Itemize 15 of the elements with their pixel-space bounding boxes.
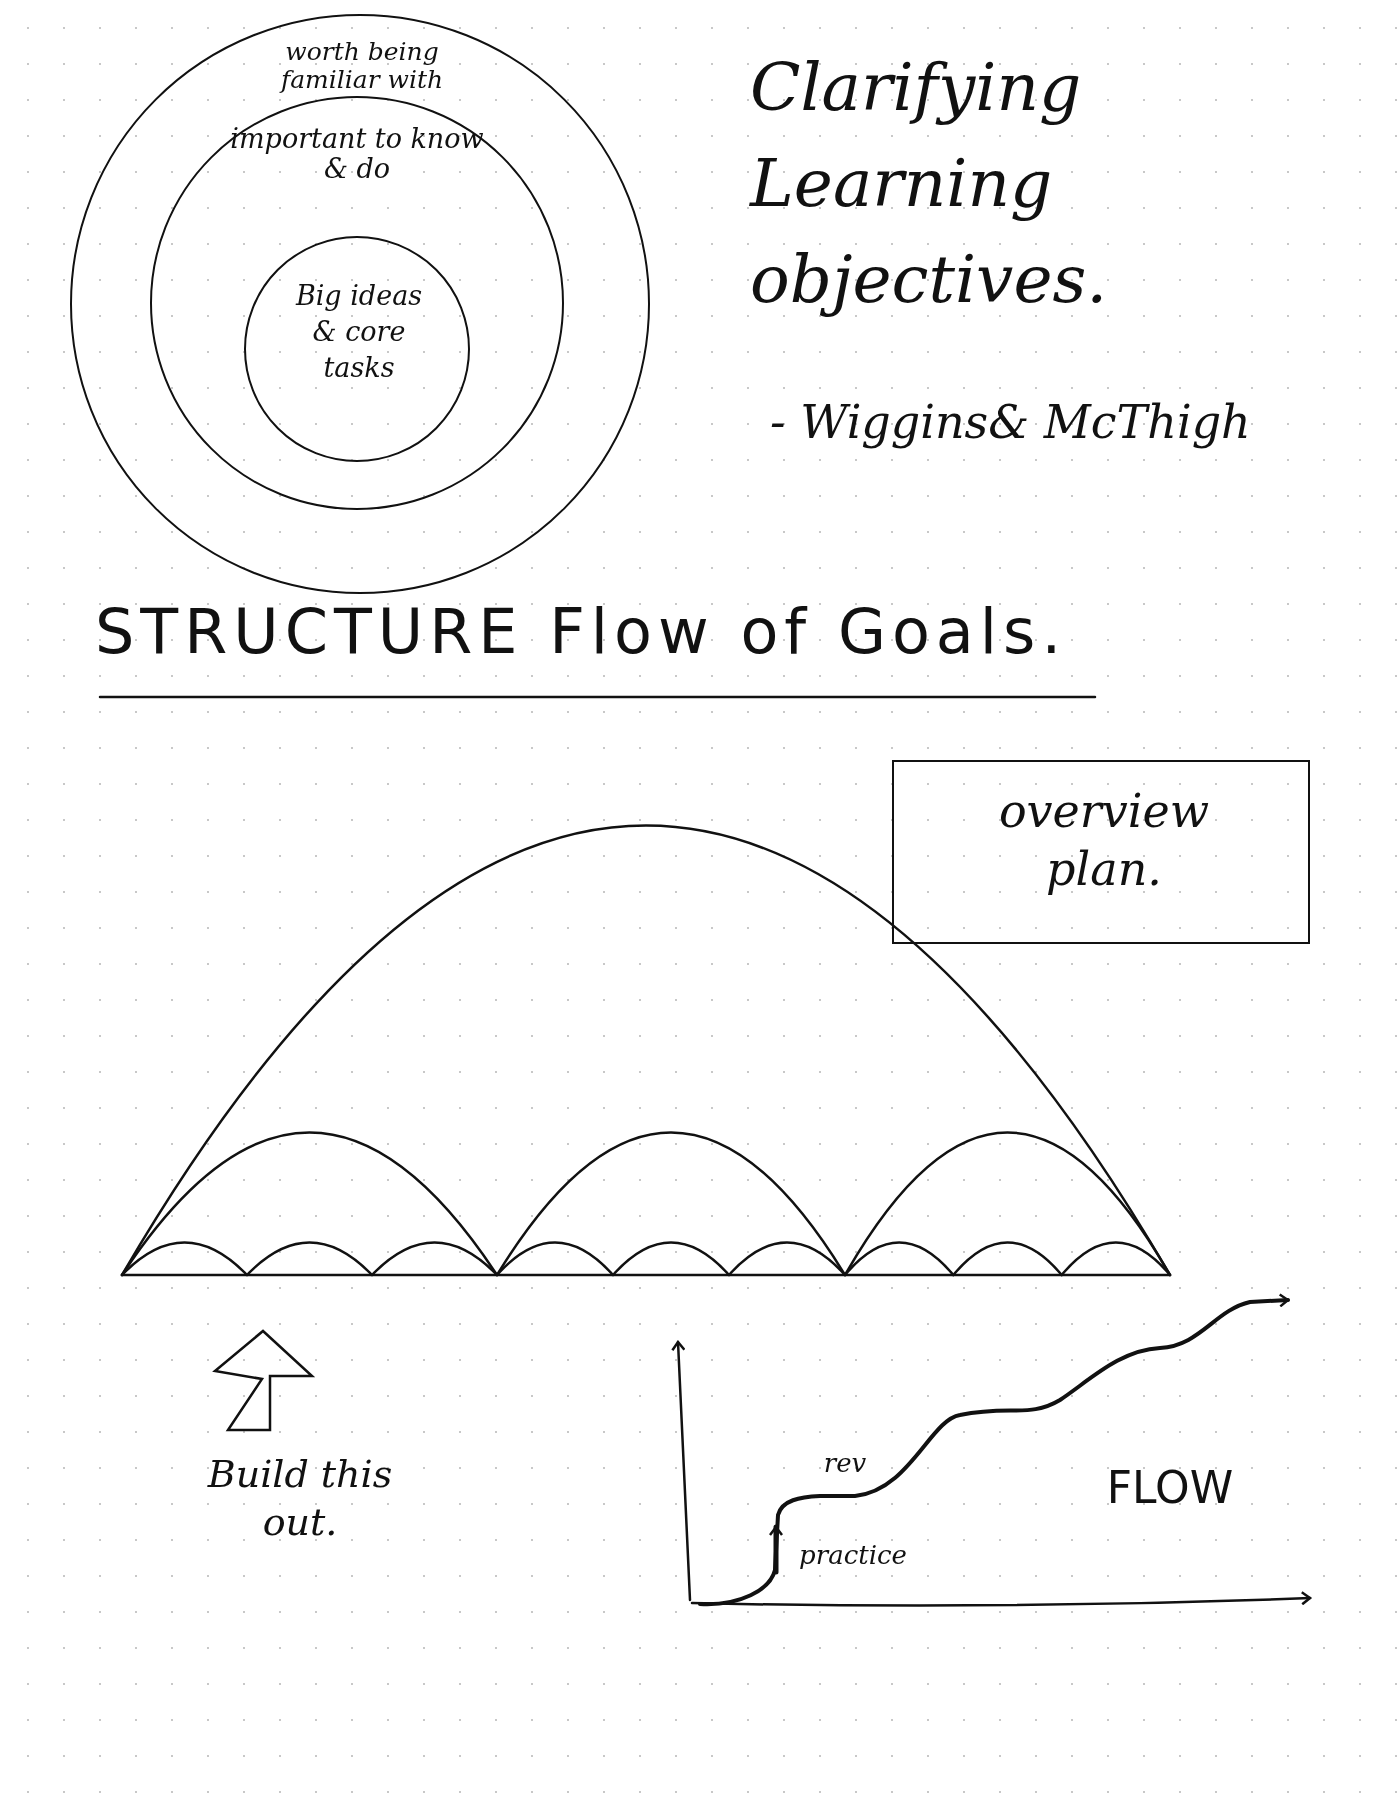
author-credit: - Wiggins& McThigh — [770, 395, 1252, 449]
handwritten-label: Big ideas & core tasks — [294, 279, 424, 385]
section-heading: STRUCTURE Flow of Goals. — [95, 595, 1069, 668]
handwritten-note: Build this out. — [206, 1451, 394, 1546]
curve-label: practice — [798, 1540, 908, 1570]
middle-circle — [150, 96, 564, 510]
page-heading: Clarifying Learning objectives. — [750, 48, 1109, 320]
overview-box — [892, 760, 1310, 944]
handwritten-label: important to know & do — [229, 124, 485, 184]
outer-circle — [70, 14, 650, 594]
inner-circle — [244, 236, 470, 462]
handwritten-label: worth being familiar with — [278, 38, 445, 94]
curve-label: rev — [822, 1448, 868, 1478]
handwritten-label: overview plan. — [997, 783, 1211, 898]
chart-label: FLOW — [1105, 1462, 1235, 1513]
